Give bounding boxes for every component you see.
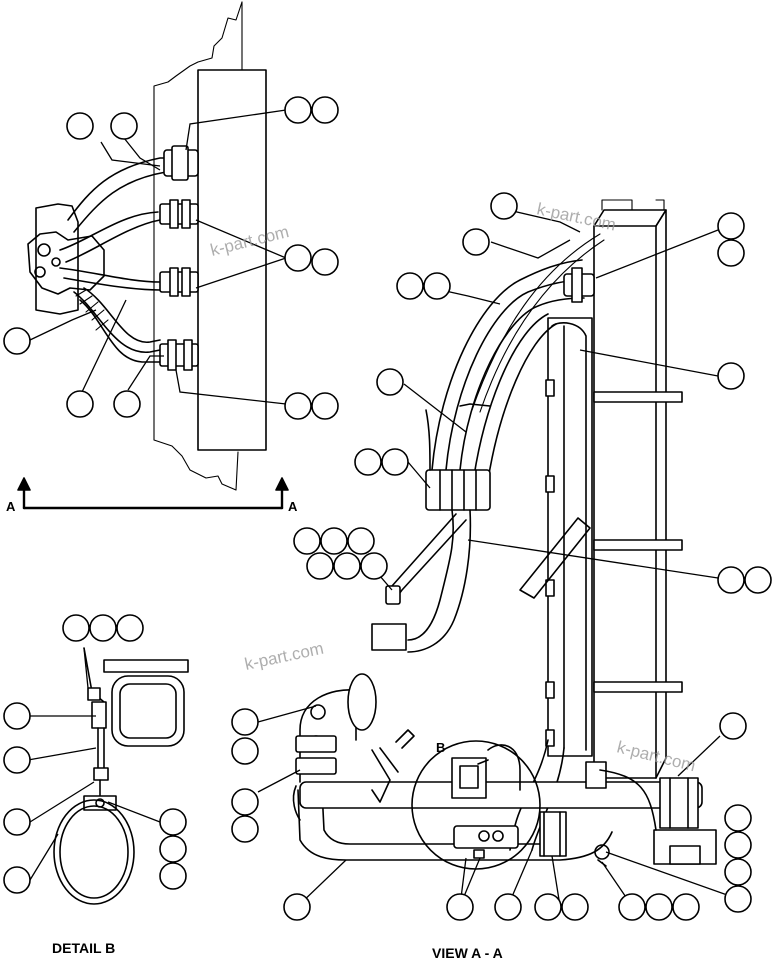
callout-balloon [3,808,31,836]
callout-balloon [284,392,312,420]
frame-rail [593,225,657,779]
callout-balloon [293,527,321,555]
callout-balloon [159,862,187,890]
callout-balloon [231,737,259,765]
callout-balloon [66,390,94,418]
callout-balloon [724,858,752,886]
callout-balloon [311,248,339,276]
callout-balloon [311,96,339,124]
callout-balloon [231,815,259,843]
callout-balloon [320,527,348,555]
callout-balloon [306,552,334,580]
section-mark-right: A [288,499,298,514]
callout-balloon [446,893,474,921]
callout-balloon [381,448,409,476]
view-aa: B [292,199,717,870]
callout-balloon [3,866,31,894]
callout-balloon [396,272,424,300]
detail-b-caption: DETAIL B [52,940,115,956]
callout-balloon [724,804,752,832]
callout-balloon [62,614,90,642]
callout-balloon [284,244,312,272]
callout-balloon [561,893,589,921]
callout-balloon [376,368,404,396]
watermark-text: k-part.com [243,639,325,674]
callout-balloon [724,885,752,913]
callout-balloon [3,327,31,355]
callout-balloon [717,212,745,240]
view-aa-caption: VIEW A - A [432,945,503,959]
callout-balloon [354,448,382,476]
callout-balloon [159,835,187,863]
callout-balloon [231,708,259,736]
callout-balloons [3,96,772,921]
callout-balloon [66,112,94,140]
mounting-panel [197,69,267,451]
callout-balloon [494,893,522,921]
callout-balloon [89,614,117,642]
watermark-text: k-part.com [535,199,617,234]
callout-balloon [717,239,745,267]
callout-balloon [347,527,375,555]
callout-balloon [744,566,772,594]
callout-balloon [490,192,518,220]
callout-balloon [717,362,745,390]
detail-b-view [53,647,189,905]
callout-balloon [3,746,31,774]
callout-balloon [113,390,141,418]
section-mark-left: A [6,499,16,514]
callout-balloon [724,831,752,859]
callout-balloon [110,112,138,140]
callout-balloon [333,552,361,580]
callout-balloon [534,893,562,921]
callout-balloon [618,893,646,921]
callout-balloon [311,392,339,420]
callout-balloon [231,788,259,816]
callout-balloon [462,228,490,256]
detail-mark: B [436,740,445,755]
callout-balloon [719,712,747,740]
callout-balloon [3,702,31,730]
callout-balloon [423,272,451,300]
callout-balloon [672,893,700,921]
callout-balloon [116,614,144,642]
callout-balloon [283,893,311,921]
top-left-view: A A [6,1,298,514]
callout-balloon [360,552,388,580]
callout-balloon [284,96,312,124]
leader-lines [27,109,731,907]
callout-balloon [645,893,673,921]
callout-balloon [159,808,187,836]
callout-balloon [717,566,745,594]
